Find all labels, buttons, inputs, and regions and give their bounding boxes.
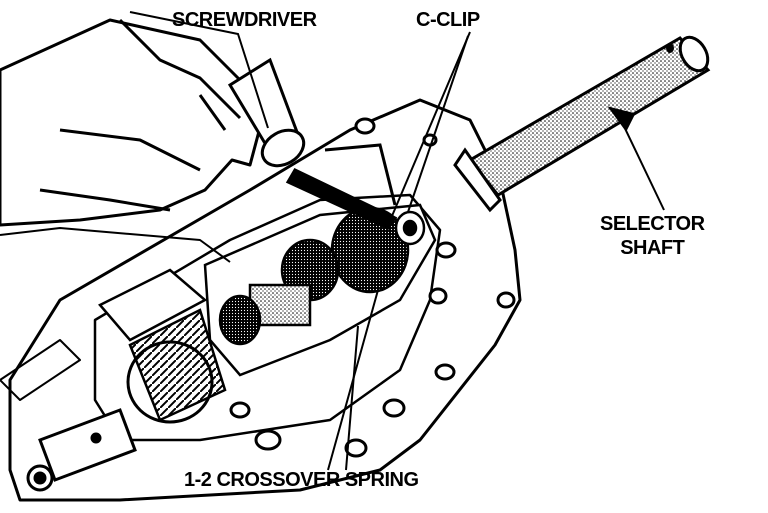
crossover-spring-coil xyxy=(98,268,227,424)
callout-selector-shaft-line1: SELECTOR xyxy=(600,213,705,235)
leader-lines xyxy=(129,11,665,471)
screwdriver xyxy=(227,57,398,230)
callout-screwdriver: SCREWDRIVER xyxy=(172,9,317,31)
selector-shaft xyxy=(453,35,711,213)
valve-assembly xyxy=(203,203,437,377)
callout-c-clip: C-CLIP xyxy=(416,9,480,31)
bracket xyxy=(26,408,137,492)
callout-selector-shaft-line2: SHAFT xyxy=(620,237,685,259)
hand xyxy=(0,18,264,263)
callout-selector-shaft: SELECTOR SHAFT xyxy=(600,212,705,260)
callout-crossover-spring: 1-2 CROSSOVER SPRING xyxy=(184,469,419,491)
